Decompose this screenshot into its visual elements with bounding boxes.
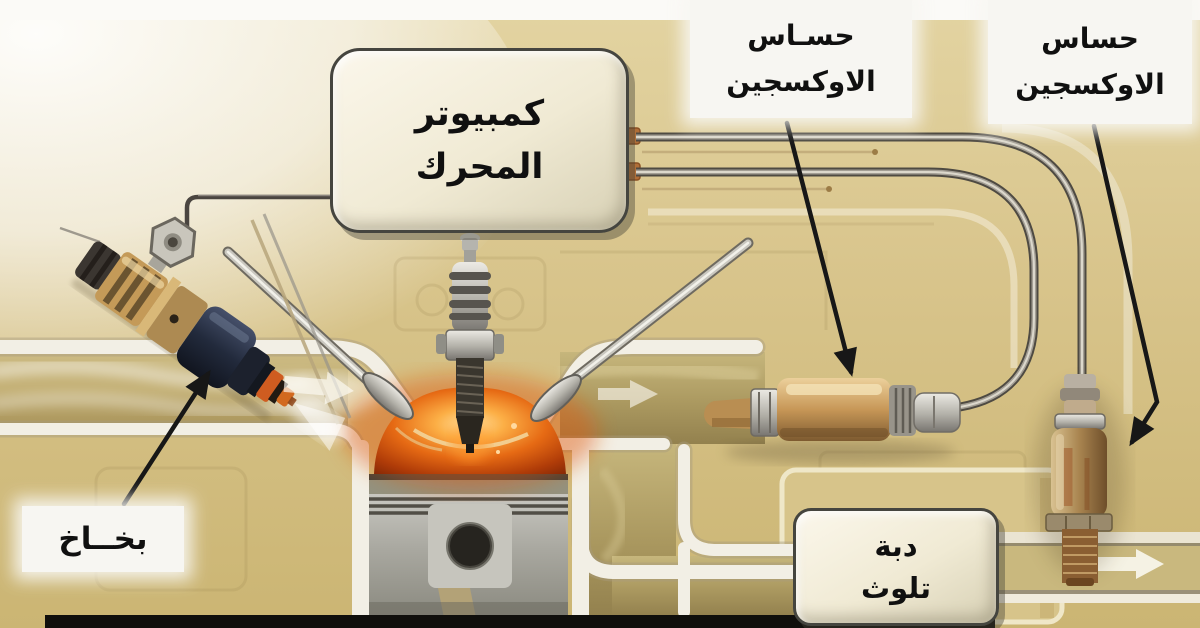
- flow-arrows: [283, 371, 658, 408]
- label-injector: بخــاخ: [22, 506, 184, 572]
- injector-label-text: بخــاخ: [58, 521, 148, 557]
- label-oxygen-sensor-rear: حساس الاوكسجين: [988, 0, 1192, 124]
- spark-plug: [436, 233, 504, 462]
- bottom-bar: [45, 615, 995, 628]
- engine-computer-box: كمبيوتر المحرك: [330, 48, 629, 233]
- intake-valve: [222, 246, 414, 420]
- fuel-injector: [71, 216, 346, 451]
- converter-label-line1: دبة: [874, 528, 918, 563]
- oxygen-front-label-line2: الاوكسجين: [726, 65, 876, 98]
- ecu-label-line1: كمبيوتر: [414, 94, 545, 134]
- injector-connector-hex: [149, 216, 197, 269]
- exhaust-valve: [530, 237, 754, 422]
- annotation-arrows: [121, 120, 1160, 507]
- wire-bundle-rear-sensor: [636, 132, 1087, 374]
- exhaust-flow-arrow-icon: [1098, 549, 1164, 579]
- valves: [222, 237, 754, 422]
- oxygen-sensor-rear: [1034, 374, 1126, 586]
- oxygen-front-label-line1: حسـاس: [747, 18, 855, 52]
- ecu-label-line2: المحرك: [415, 146, 544, 187]
- arrow-to-rear-oxygen-sensor-icon: [1091, 123, 1160, 447]
- oxygen-sensor-front: [704, 378, 961, 464]
- oxygen-rear-label-line2: الاوكسجين: [1015, 68, 1165, 101]
- ecu-wires: [621, 127, 1087, 412]
- label-oxygen-sensor-front: حسـاس الاوكسجين: [690, 0, 912, 118]
- injector-wire: [179, 194, 334, 250]
- wire-bundle-front-sensor: [636, 167, 1039, 412]
- arrow-to-injector-icon: [121, 369, 211, 507]
- intake-flow-arrow-icon: [283, 371, 354, 405]
- oxygen-rear-label-line1: حساس: [1041, 21, 1139, 55]
- converter-label-line2: تلوث: [860, 571, 932, 605]
- runner-flow-arrow-icon: [598, 380, 658, 408]
- arrow-to-front-oxygen-sensor-icon: [784, 120, 857, 377]
- catalytic-converter-box: دبة تلوث: [793, 508, 999, 626]
